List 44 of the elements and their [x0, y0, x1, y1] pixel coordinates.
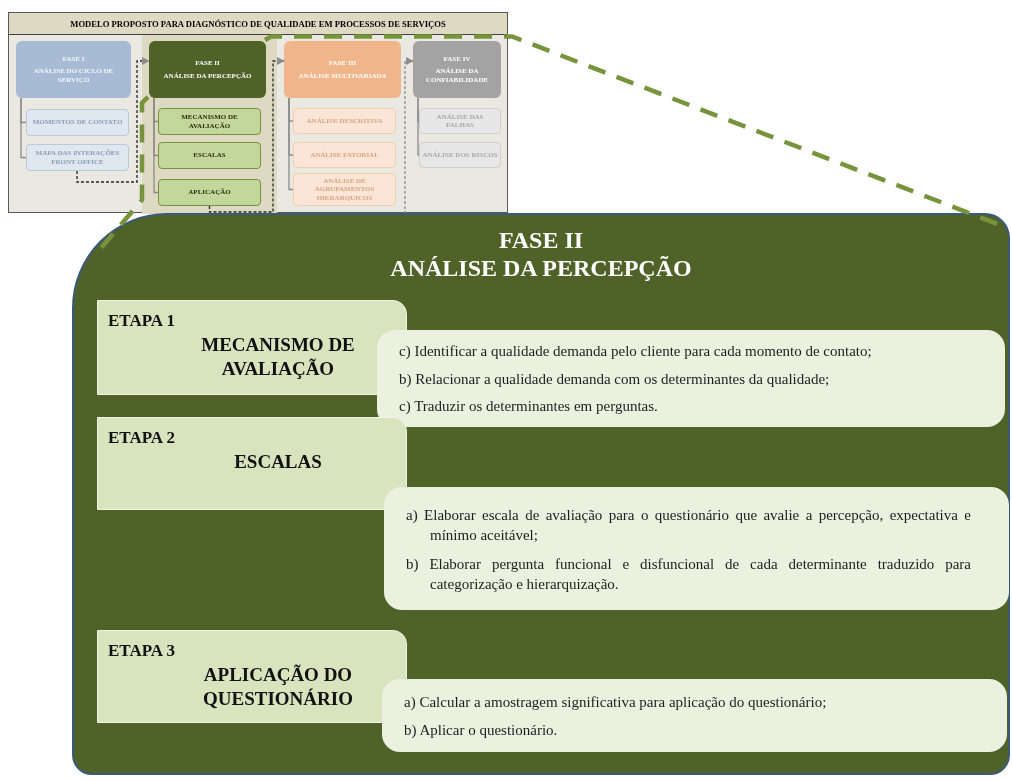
- step-box: [293, 108, 396, 134]
- arrow: [76, 57, 150, 183]
- step-box: [419, 108, 501, 134]
- task-list-box: [377, 330, 1005, 427]
- task-list-box: [384, 487, 1009, 610]
- arrow: [208, 57, 285, 213]
- tree-connector: [20, 97, 27, 159]
- stage-number: ETAPA 3: [108, 641, 175, 661]
- tree-connector: [417, 97, 420, 156]
- phase-header: [149, 41, 266, 98]
- panel-heading: MODELO PROPOSTO PARA DIAGNÓSTICO DE QUALIDADE EM PROCESSOS DE SERVIÇOS: [70, 18, 446, 29]
- stage-number: ETAPA 2: [108, 428, 175, 448]
- task-item: b) Aplicar o questionário.: [404, 720, 559, 740]
- stage-title: ESCALAS: [233, 450, 323, 474]
- step-box: [26, 109, 129, 136]
- step-box: [158, 108, 261, 135]
- stage-title: APLICAÇÃO DO QUESTIONÁRIO: [202, 663, 354, 711]
- stage-box: [97, 417, 407, 510]
- panel-title: ANÁLISE DA PERCEPÇÃO: [389, 255, 693, 282]
- task-item: b) Elaborar pergunta funcional e disfuncional de cada determinante traduzido para categorização e hierarquização.: [406, 554, 971, 594]
- phase-header: [284, 41, 401, 98]
- arrow: [404, 57, 414, 215]
- zoom-line: [264, 34, 1001, 228]
- task-item: b) Relacionar a qualidade demanda com os determinantes da qualidade;: [399, 369, 831, 389]
- step-box: [293, 142, 396, 168]
- task-item: c) Traduzir os determinantes em perguntas.: [399, 397, 659, 417]
- step-box: [158, 179, 261, 206]
- task-item: c) Identificar a qualidade demanda pelo cliente para cada momento de contato;: [399, 342, 873, 362]
- step-box: [419, 142, 501, 168]
- tree-connector: [288, 97, 294, 191]
- step-box: [26, 144, 129, 171]
- phase-panel: [72, 213, 1010, 775]
- step-box: [293, 173, 396, 206]
- thumbnail-panel: [8, 12, 508, 213]
- phase-header: [413, 41, 501, 98]
- phase-header: [16, 41, 131, 98]
- task-item: a) Elaborar escala de avaliação para o questionário que avalie a percepção, expectativa e mínimo aceitável;: [406, 506, 971, 546]
- step-box: [158, 142, 261, 169]
- task-list-box: [382, 679, 1007, 752]
- stage-number: ETAPA 1: [108, 311, 175, 331]
- panel-title: FASE II: [497, 227, 585, 254]
- tree-connector: [153, 97, 159, 194]
- task-item: a) Calcular a amostragem significativa para aplicação do questionário;: [404, 693, 828, 712]
- stage-title: MECANISMO DE AVALIAÇÃO: [200, 333, 356, 381]
